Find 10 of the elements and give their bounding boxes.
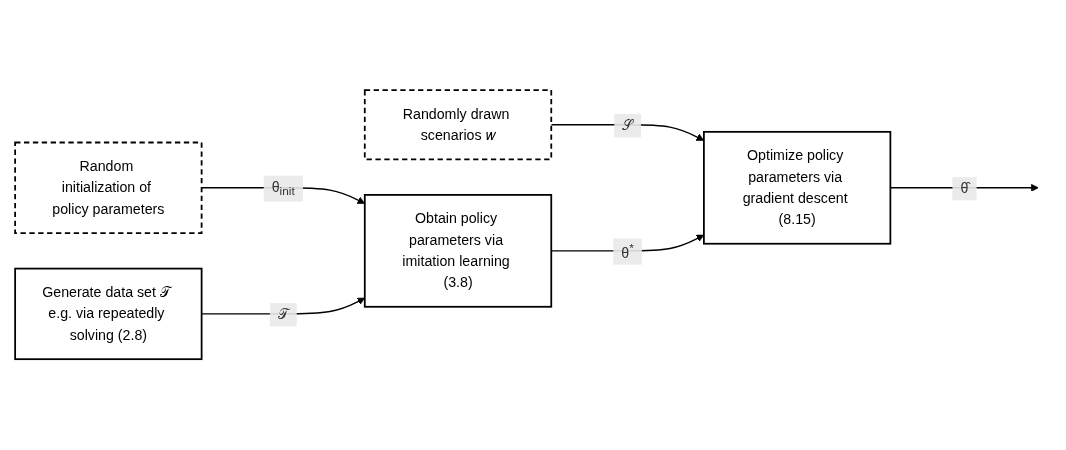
node-box: Randomly drawn scenarios 𝑤 — [363, 89, 553, 161]
node-box: Generate data set 𝒯 e.g. via repeatedly solving (2.8) — [14, 268, 203, 361]
node-box: Random initialization of policy parameters — [14, 141, 203, 235]
edge-label: 𝒮 — [622, 117, 633, 134]
edge-label: θ$_{init}$ — [271, 179, 295, 199]
edge-label: 𝒯 — [277, 307, 289, 323]
node-box: Optimize policy parameters via gradient descent (8.15) — [703, 131, 892, 245]
edge-label: θ$^{*}$ — [621, 241, 634, 261]
edge-label: θ̂ — [960, 181, 969, 197]
node-box: Obtain policy parameters via imitation learning (3.8) — [363, 194, 553, 309]
